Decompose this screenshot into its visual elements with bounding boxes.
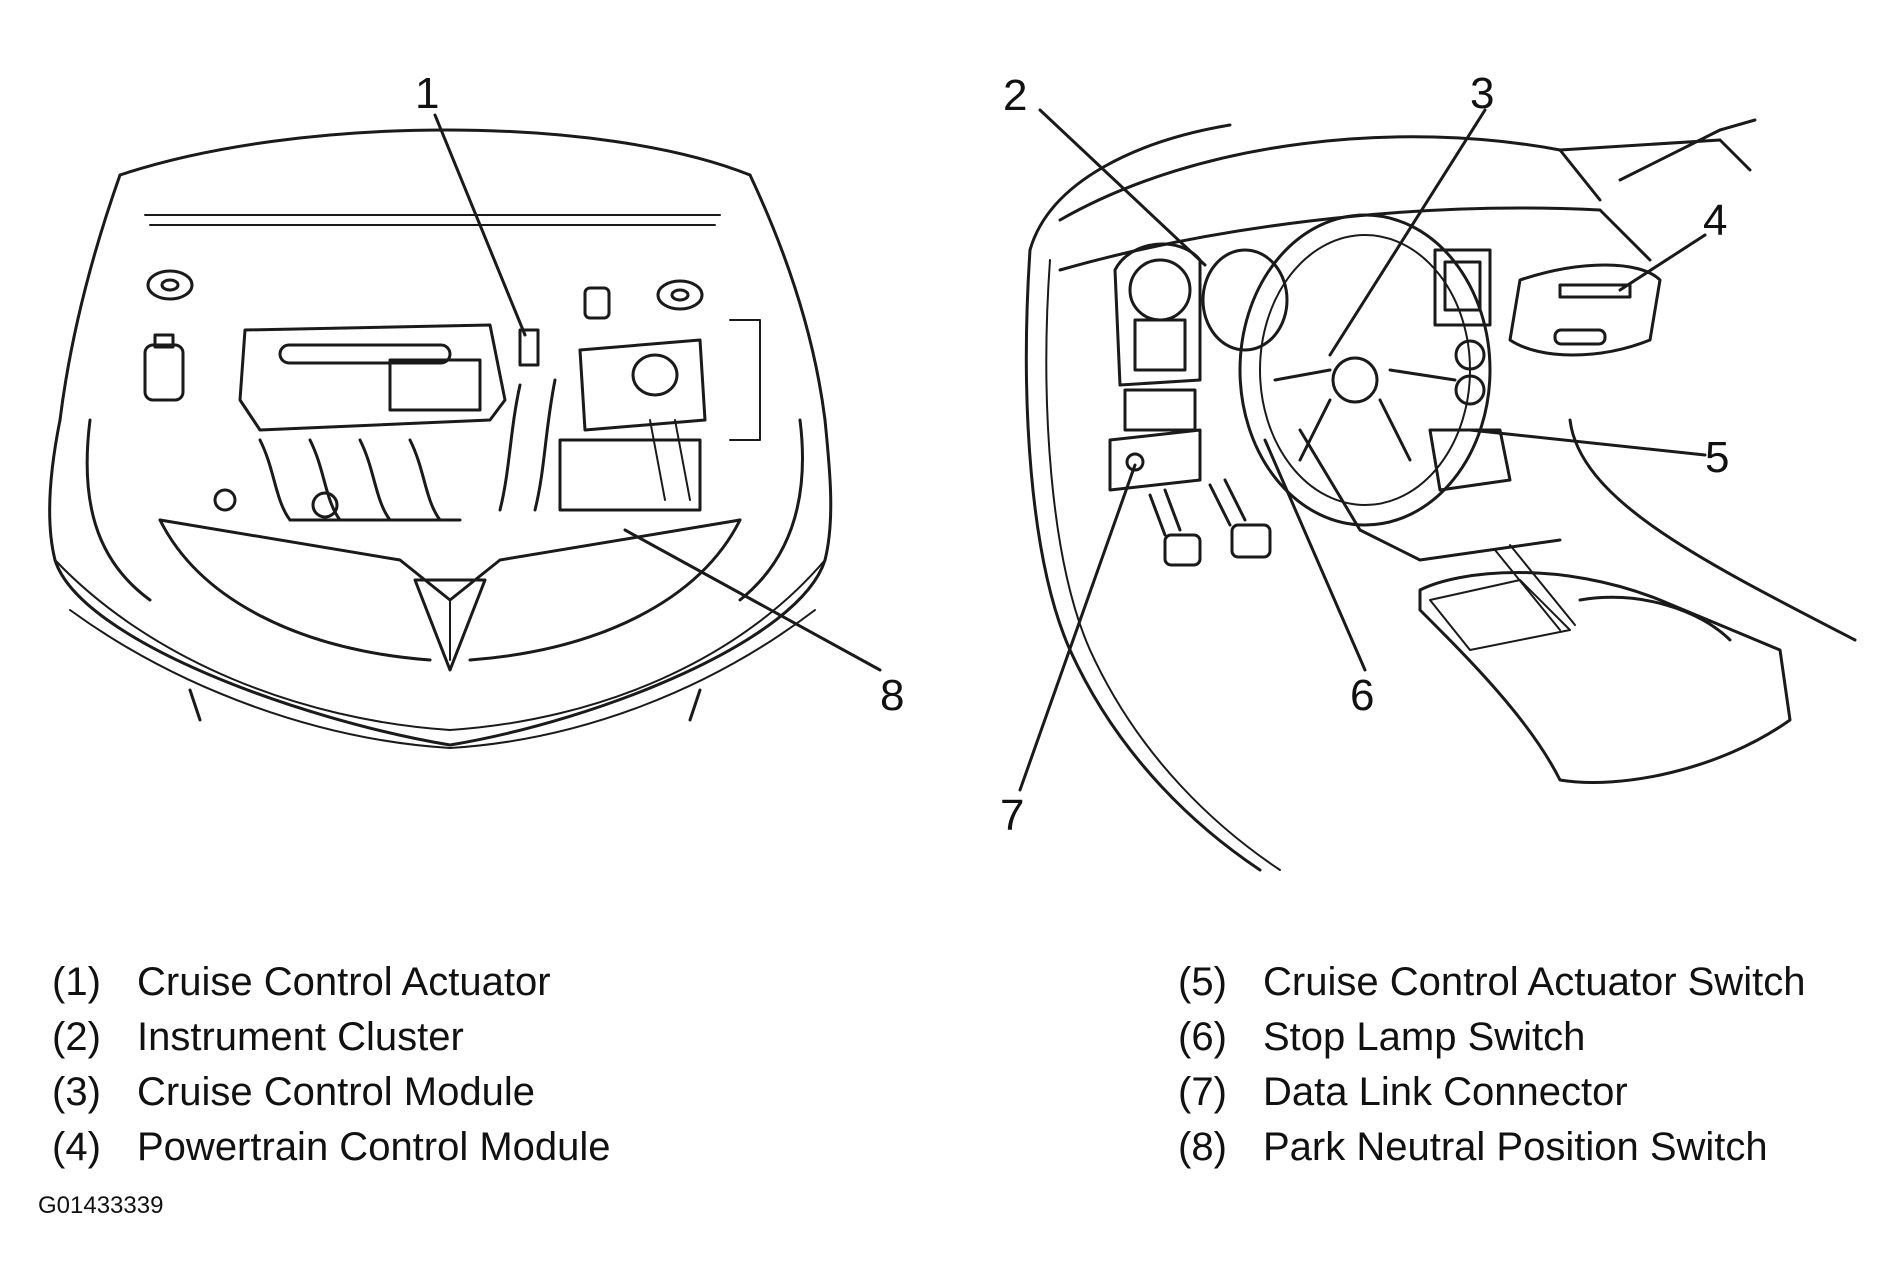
legend-label: Instrument Cluster: [137, 1015, 464, 1059]
legend-number: (1): [52, 960, 101, 1004]
engine-compartment-illustration: [48, 128, 833, 749]
legend-number: (5): [1178, 960, 1227, 1004]
legend-label: Powertrain Control Module: [137, 1125, 611, 1169]
component-location-diagram: 1 2 3 4 5 6 7 8: [48, 69, 1857, 872]
legend-number: (2): [52, 1015, 101, 1059]
legend-item: (4) Powertrain Control Module: [52, 1120, 611, 1175]
legend-item: (5) Cruise Control Actuator Switch: [1178, 955, 1805, 1010]
legend-right: (5) Cruise Control Actuator Switch (6) S…: [1178, 955, 1805, 1175]
legend-item: (7) Data Link Connector: [1178, 1065, 1805, 1120]
legend-number: (6): [1178, 1015, 1227, 1059]
callout-5: 5: [1705, 433, 1729, 482]
legend-label: Data Link Connector: [1263, 1070, 1628, 1114]
figure-id: G01433339: [38, 1192, 164, 1219]
cruise-control-actuator-shape: [518, 328, 540, 367]
legend-label: Stop Lamp Switch: [1263, 1015, 1586, 1059]
callout-8: 8: [880, 671, 904, 720]
legend-label: Cruise Control Actuator: [137, 960, 551, 1004]
legend-number: (8): [1178, 1125, 1227, 1169]
callout-1: 1: [415, 69, 439, 118]
legend-label: Park Neutral Position Switch: [1263, 1125, 1768, 1169]
callout-3: 3: [1470, 69, 1494, 118]
callout-leader-lines: [433, 108, 1707, 792]
callout-7: 7: [1000, 791, 1024, 840]
callout-6: 6: [1350, 671, 1374, 720]
legend-label: Cruise Control Module: [137, 1070, 535, 1114]
legend-label: Cruise Control Actuator Switch: [1263, 960, 1806, 1004]
callout-numbers: 1 2 3 4 5 6 7 8: [415, 69, 1729, 840]
legend-number: (3): [52, 1070, 101, 1114]
legend-item: (8) Park Neutral Position Switch: [1178, 1120, 1805, 1175]
legend-item: (6) Stop Lamp Switch: [1178, 1010, 1805, 1065]
legend-item: (2) Instrument Cluster: [52, 1010, 611, 1065]
vehicle-interior-illustration: [1024, 118, 1857, 872]
legend-left: (1) Cruise Control Actuator (2) Instrume…: [52, 955, 611, 1175]
callout-4: 4: [1703, 196, 1727, 245]
powertrain-control-module-shape: [1558, 283, 1632, 299]
legend-number: (7): [1178, 1070, 1227, 1114]
legend-item: (3) Cruise Control Module: [52, 1065, 611, 1120]
legend-item: (1) Cruise Control Actuator: [52, 955, 611, 1010]
legend-number: (4): [52, 1125, 101, 1169]
callout-2: 2: [1003, 71, 1027, 120]
